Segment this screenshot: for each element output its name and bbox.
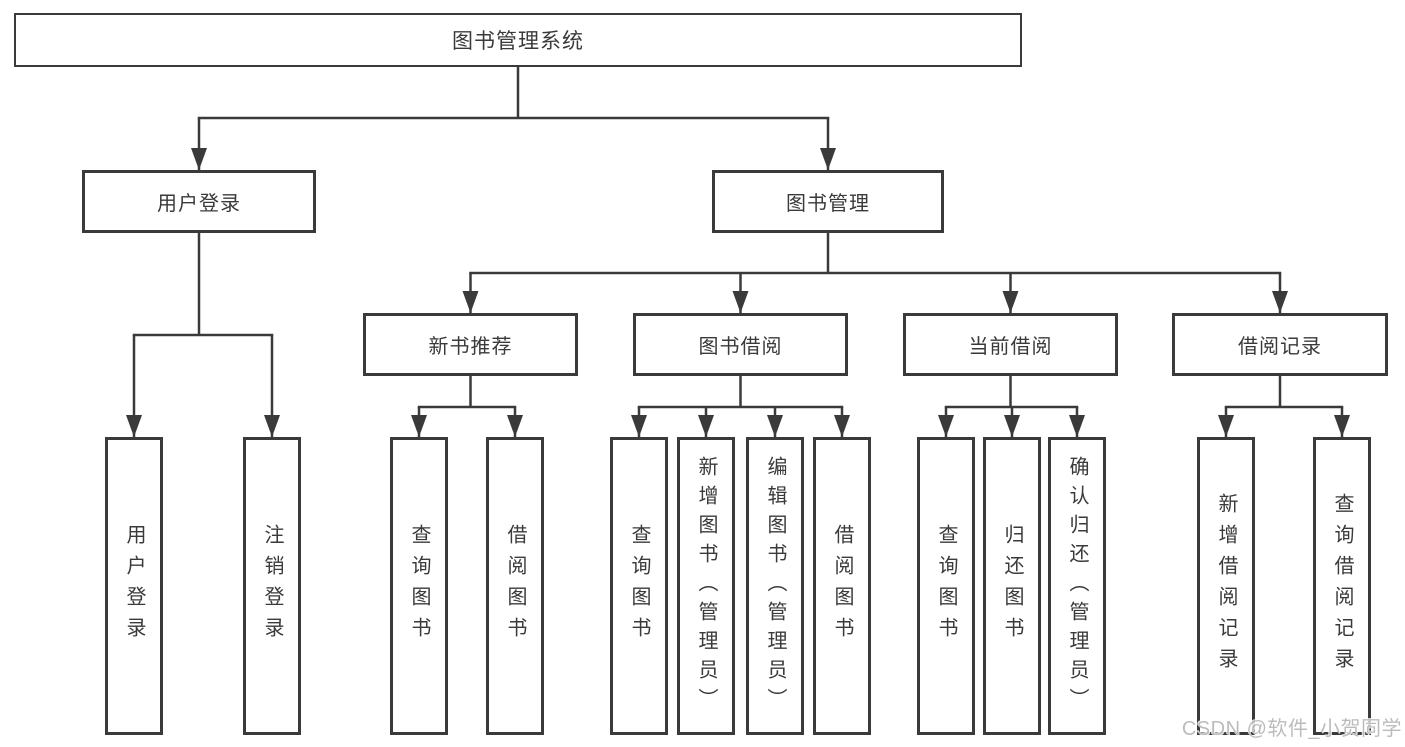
node-label: 查询图书	[408, 524, 430, 648]
node-label: 查询图书	[628, 524, 650, 648]
node-label: 用户登录	[123, 524, 145, 648]
node-label: 新书推荐	[428, 336, 513, 358]
node-label: 借阅记录	[1238, 336, 1322, 358]
node-label: 图书管理系统	[452, 30, 584, 53]
leaf-borrow-query-books: 查询图书	[610, 437, 668, 735]
leaf-recommend-borrow-books: 借阅图书	[486, 437, 544, 735]
node-user-login: 用户登录	[82, 170, 316, 233]
node-new-book-recommendation: 新书推荐	[363, 313, 578, 376]
node-label: 当前借阅	[968, 336, 1053, 358]
leaf-confirm-return-admin: 确认归还（管理员）	[1048, 437, 1106, 735]
node-label: 新增图书（管理员）	[695, 455, 717, 717]
leaf-user-login: 用户登录	[105, 437, 163, 735]
node-book-management: 图书管理	[712, 170, 944, 233]
node-label: 借阅图书	[831, 524, 853, 648]
leaf-borrow-borrow-books: 借阅图书	[813, 437, 871, 735]
node-label: 注销登录	[261, 524, 283, 648]
node-book-borrowing: 图书借阅	[633, 313, 848, 376]
node-label: 确认归还（管理员）	[1066, 455, 1088, 717]
node-book-management-system: 图书管理系统	[14, 13, 1022, 67]
leaf-query-borrow-record: 查询借阅记录	[1313, 437, 1371, 735]
node-borrowing-records: 借阅记录	[1172, 313, 1388, 376]
leaf-logout: 注销登录	[243, 437, 301, 735]
node-label: 用户登录	[157, 193, 241, 215]
node-current-borrowing: 当前借阅	[903, 313, 1118, 376]
node-label: 借阅图书	[504, 524, 526, 648]
leaf-add-borrow-record: 新增借阅记录	[1197, 437, 1255, 735]
leaf-add-books-admin: 新增图书（管理员）	[677, 437, 735, 735]
node-label: 查询图书	[935, 524, 957, 648]
node-label: 编辑图书（管理员）	[764, 455, 786, 717]
csdn-watermark: CSDN @软件_小贺同学	[1181, 718, 1402, 740]
node-label: 图书借阅	[698, 336, 783, 358]
leaf-edit-books-admin: 编辑图书（管理员）	[746, 437, 804, 735]
node-label: 查询借阅记录	[1331, 493, 1353, 679]
node-label: 图书管理	[786, 193, 870, 215]
leaf-return-books: 归还图书	[983, 437, 1041, 735]
leaf-current-query-books: 查询图书	[917, 437, 975, 735]
node-label: 归还图书	[1001, 524, 1023, 648]
node-label: 新增借阅记录	[1215, 493, 1237, 679]
leaf-recommend-query-books: 查询图书	[390, 437, 448, 735]
